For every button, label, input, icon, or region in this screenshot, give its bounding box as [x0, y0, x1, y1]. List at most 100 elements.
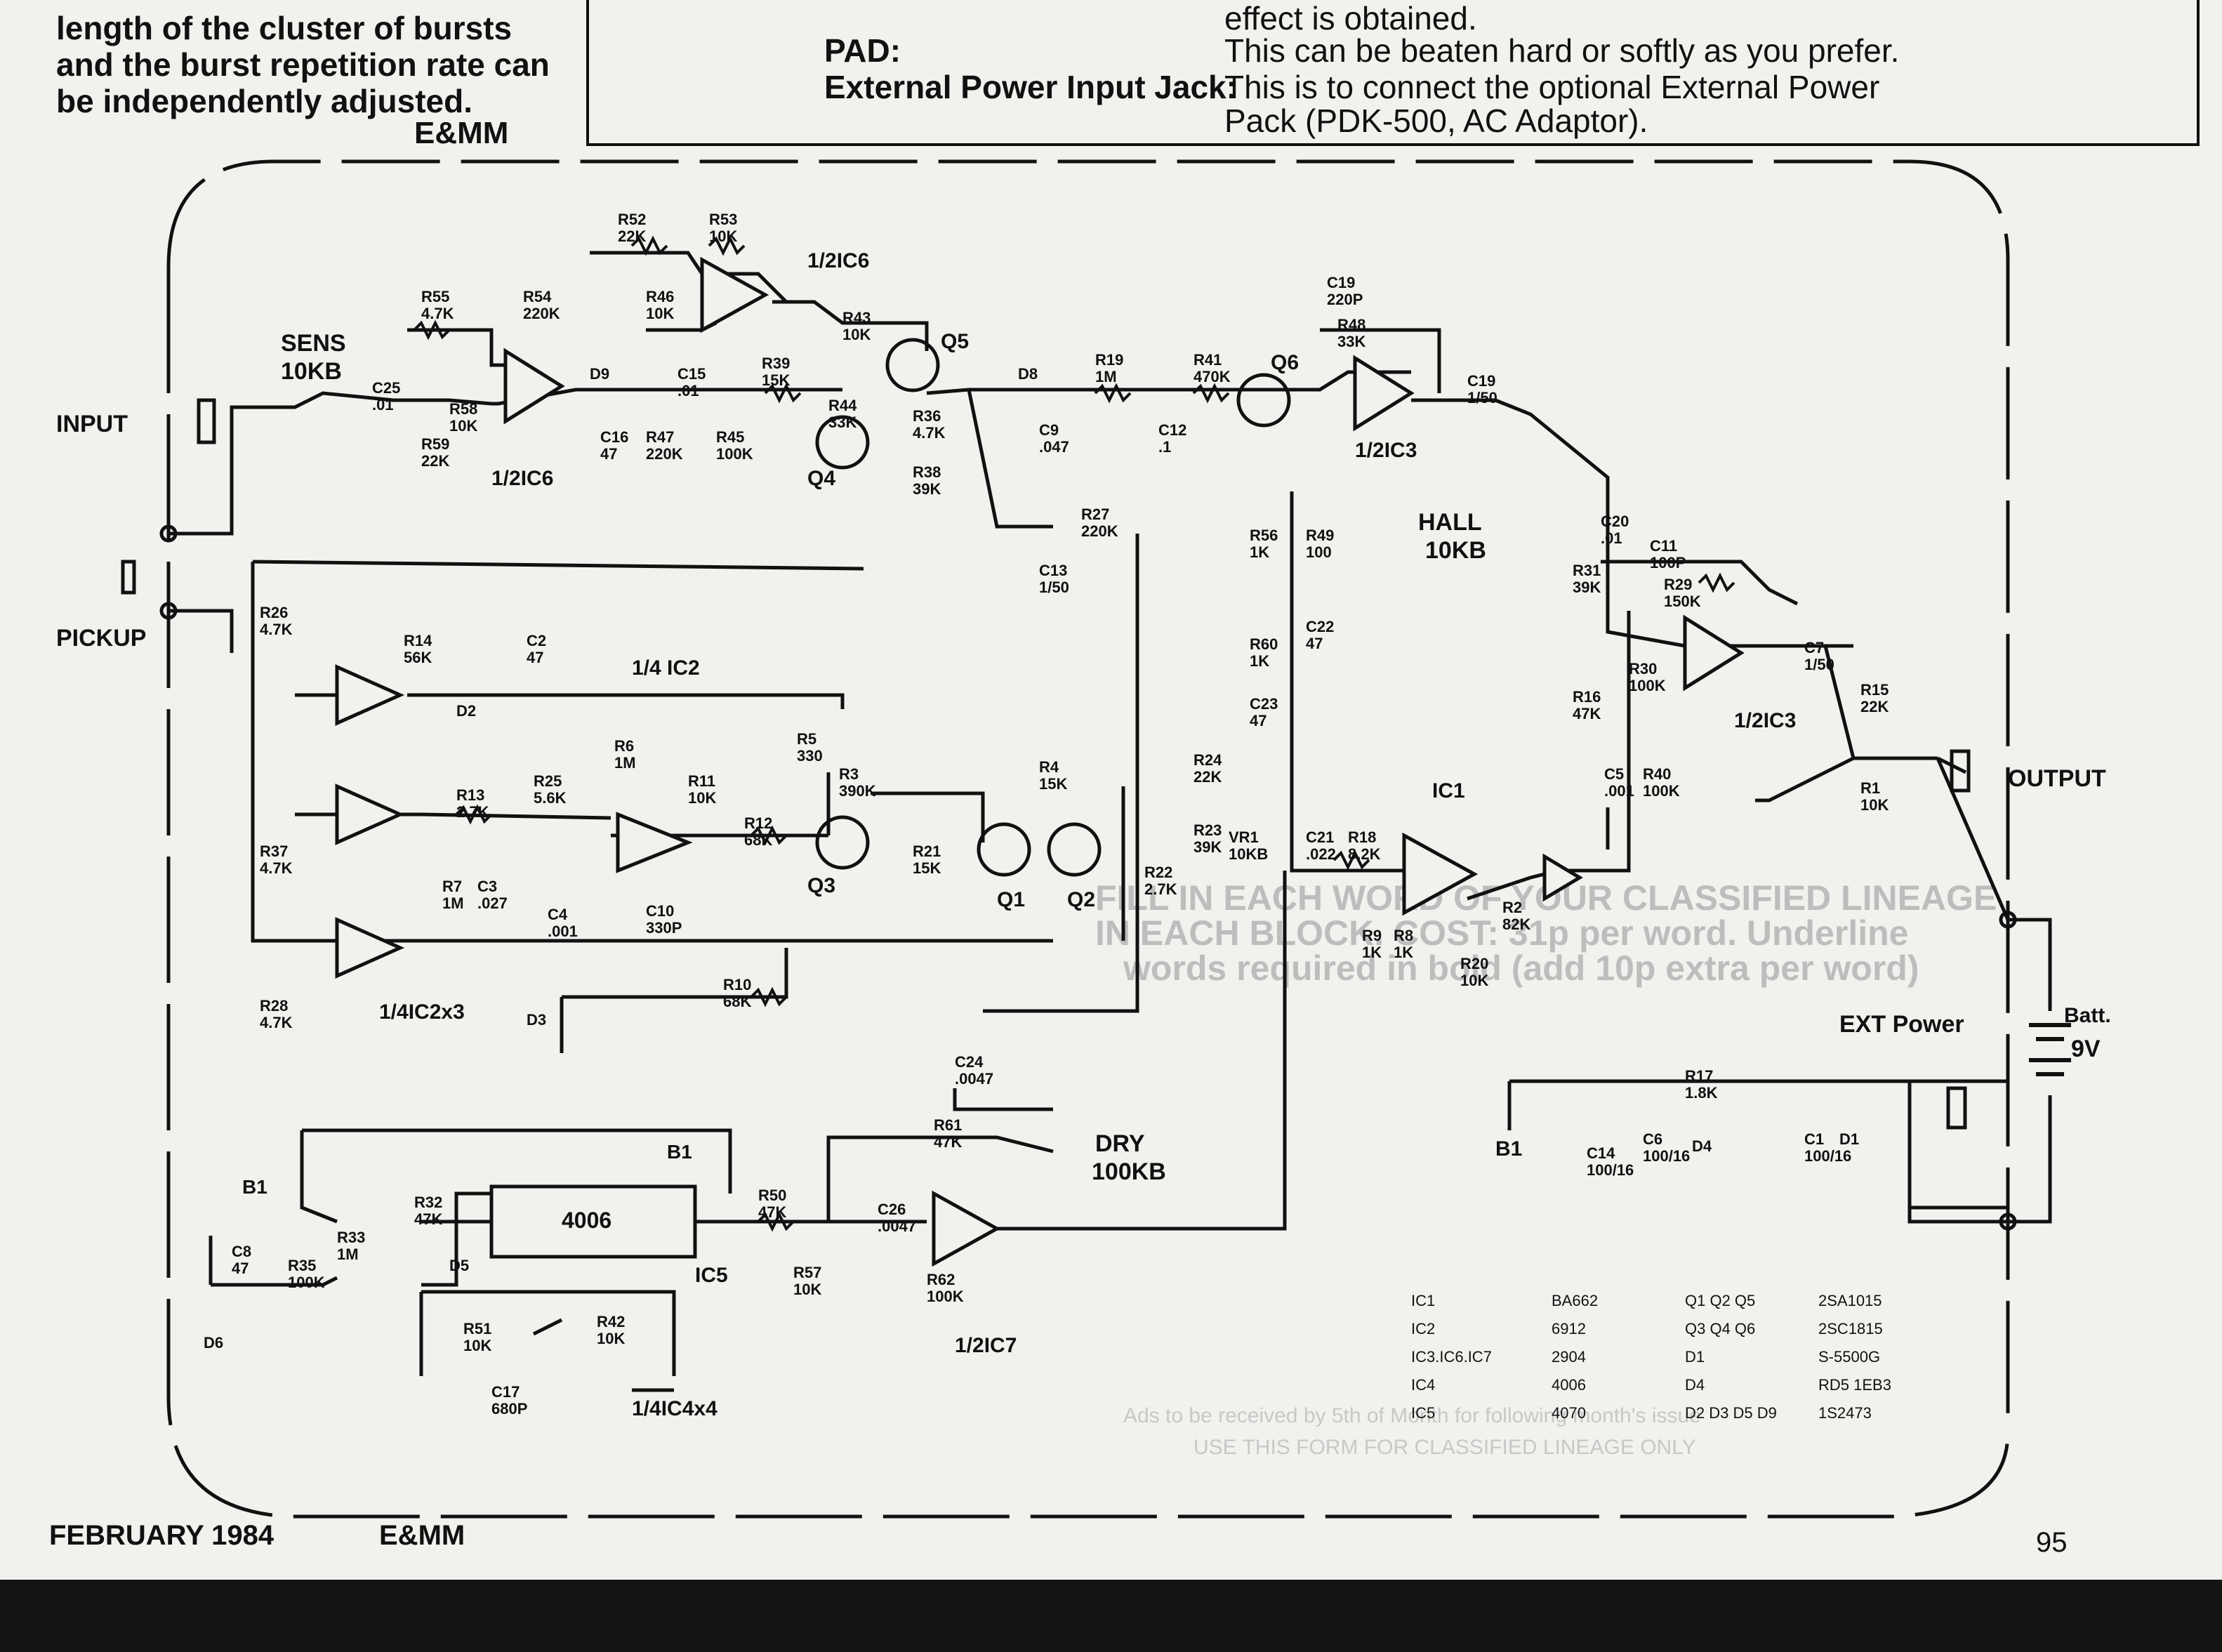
component-value: 15K — [913, 859, 941, 877]
box-val-pad: This can be beaten hard or softly as you… — [1224, 32, 1900, 69]
component-value: 390K — [839, 782, 876, 800]
component-ref: R23 — [1193, 821, 1222, 839]
parts-table-cell: 2SA1015 — [1818, 1292, 1882, 1309]
component-ref: R20 — [1460, 955, 1489, 972]
component-value: 220K — [1081, 522, 1118, 540]
component-ref: C17 — [491, 1383, 520, 1401]
transistor-q6 — [1236, 373, 1291, 428]
component-value: 47 — [1306, 635, 1323, 652]
terminal-batt — [1999, 1212, 2017, 1231]
opamp-ic2-3 — [616, 812, 693, 873]
parts-table-cell: 4070 — [1552, 1404, 1586, 1422]
component-value: 330 — [797, 747, 823, 765]
component-value: 4.7K — [260, 621, 293, 638]
component-value: 10K — [793, 1281, 822, 1298]
component-value: .01 — [372, 396, 394, 414]
component-value: 4.7K — [421, 305, 454, 322]
component-value: .1 — [1158, 438, 1172, 456]
component-ref: R25 — [534, 772, 562, 790]
b1-label-right: B1 — [1495, 1137, 1523, 1161]
component-ref: C21 — [1306, 828, 1335, 846]
component-ref: R4 — [1039, 758, 1059, 776]
opamp-ic2-2 — [335, 784, 405, 845]
component-ref: C20 — [1601, 513, 1629, 530]
control-sens-name: SENS — [281, 330, 346, 357]
box-key-pad: PAD: — [824, 32, 901, 69]
component-ref: R19 — [1095, 351, 1124, 369]
component-ref: R40 — [1643, 765, 1672, 783]
component-value: 4.7K — [913, 424, 946, 442]
component-ref: R16 — [1573, 688, 1601, 706]
component-value: 33K — [828, 414, 857, 431]
component-ref: R53 — [709, 211, 738, 228]
component-ref: R57 — [793, 1264, 822, 1281]
component-value: 10K — [709, 227, 738, 245]
component-ref: C9 — [1039, 421, 1059, 439]
component-ref: R48 — [1337, 316, 1366, 333]
component-value: 68K — [744, 831, 773, 849]
q5-label: Q5 — [941, 330, 970, 353]
component-value: 100P — [1650, 554, 1686, 571]
parts-table-cell: D4 — [1685, 1376, 1705, 1394]
component-ref: C10 — [646, 902, 675, 920]
component-value: 10K — [842, 326, 871, 343]
component-value: 100/16 — [1643, 1147, 1691, 1165]
component-value: 10K — [463, 1337, 492, 1354]
q6-label: Q6 — [1271, 351, 1300, 374]
component-value: 680P — [491, 1400, 528, 1418]
component-value: 10K — [1860, 796, 1889, 814]
opamp-ic6-b — [503, 348, 565, 425]
component-ref: R15 — [1860, 681, 1889, 699]
component-value: .001 — [548, 923, 578, 940]
component-ref: R33 — [337, 1229, 366, 1246]
label-batt: Batt. — [2064, 1004, 2111, 1027]
label-ext-power: EXT Power — [1839, 1011, 1964, 1038]
component-ref: R37 — [260, 842, 289, 860]
box-val-power-2: Pack (PDK-500, AC Adaptor). — [1224, 103, 1648, 139]
component-value: 1K — [1362, 944, 1382, 961]
control-dry-value: 100KB — [1092, 1158, 1166, 1185]
component-value: 220K — [523, 305, 560, 322]
component-value: .022 — [1306, 845, 1336, 863]
component-ref: R36 — [913, 407, 941, 425]
parts-table-cell: RD5 1EB3 — [1818, 1376, 1891, 1394]
component-ref: R7 — [442, 878, 463, 895]
ic5-chip-label: 4006 — [562, 1208, 612, 1233]
component-value: 1K — [1250, 543, 1270, 561]
component-value: 100 — [1306, 543, 1332, 561]
component-value: 15K — [1039, 775, 1068, 793]
b1-label-left: B1 — [242, 1176, 267, 1198]
opamp-ic1 — [1402, 832, 1479, 916]
dark-scan-border — [0, 1580, 2222, 1652]
component-ref: R62 — [927, 1271, 955, 1288]
component-ref: D3 — [527, 1011, 547, 1029]
component-value: 22K — [1193, 768, 1222, 786]
component-ref: R45 — [716, 428, 745, 446]
parts-table-cell: S-5500G — [1818, 1348, 1881, 1366]
component-value: 1M — [1095, 368, 1117, 385]
opamp-ic7 — [932, 1190, 1001, 1267]
component-ref: C22 — [1306, 618, 1335, 635]
component-value: 10K — [597, 1330, 626, 1347]
component-ref: R27 — [1081, 505, 1110, 523]
component-ref: C13 — [1039, 562, 1068, 579]
control-sens-value: 10KB — [281, 358, 342, 385]
component-ref: R22 — [1144, 864, 1173, 881]
component-value: 4.7K — [260, 859, 293, 877]
ic3-b-label: 1/2IC3 — [1734, 709, 1797, 732]
q3-label: Q3 — [807, 874, 836, 897]
parts-table-cell: IC4 — [1411, 1376, 1436, 1394]
component-ref: R51 — [463, 1320, 492, 1337]
component-value: 5.6K — [534, 789, 567, 807]
component-value: 47K — [934, 1133, 963, 1151]
component-value: 1/50 — [1039, 579, 1069, 596]
component-ref: C25 — [372, 379, 401, 397]
component-ref: C19 — [1327, 274, 1356, 291]
opamp-ic6-a — [700, 256, 769, 333]
component-ref: R56 — [1250, 527, 1278, 544]
ic1-label: IC1 — [1432, 779, 1465, 802]
q1-label: Q1 — [997, 888, 1026, 911]
ic5-chip — [489, 1184, 697, 1259]
component-value: 10K — [646, 305, 675, 322]
